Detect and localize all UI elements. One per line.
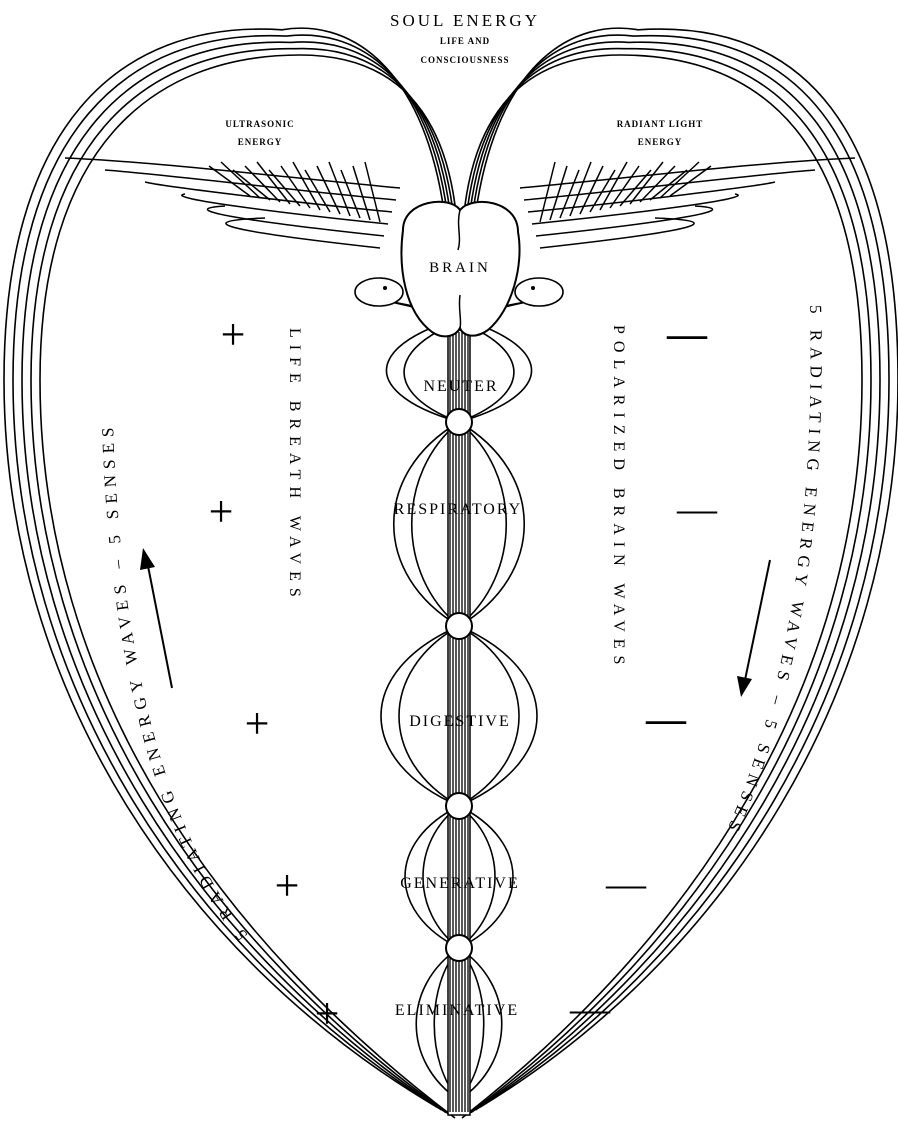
subtitle-line-1: LIFE AND	[440, 36, 490, 46]
energy-loop-left	[22, 42, 450, 1113]
wing-rib-right	[580, 166, 603, 214]
energy-loop-right	[473, 35, 889, 1110]
node-4	[446, 935, 472, 961]
wing-rib-right	[570, 162, 591, 216]
plus-4: +	[275, 861, 300, 910]
plus-1: +	[221, 310, 246, 359]
title: SOUL ENERGY	[390, 11, 540, 30]
wing-right-label-2: ENERGY	[638, 137, 683, 147]
label-right-outer: 5 RADIATING ENERGY WAVES – 5 SENSES	[722, 305, 826, 840]
energy-loop-left	[31, 49, 452, 1116]
serpent-head	[355, 278, 403, 306]
energy-loop-right	[476, 28, 898, 1107]
label-brain: BRAIN	[429, 260, 491, 276]
wing-right-label-1: RADIANT LIGHT	[617, 119, 704, 129]
node-1	[446, 409, 472, 435]
wing-rib-left	[221, 162, 260, 198]
minus-3: —	[645, 696, 687, 741]
energy-loop-right	[470, 42, 880, 1113]
label-polarized-brain-waves: POLARIZED BRAIN WAVES	[610, 325, 627, 671]
label-digestive: DIGESTIVE	[409, 713, 511, 730]
subtitle-line-2: CONSCIOUSNESS	[420, 55, 509, 65]
minus-2: —	[676, 486, 718, 531]
minus-5: —	[569, 986, 611, 1031]
energy-loop-left	[4, 28, 444, 1107]
wing-left-label-1: ULTRASONIC	[225, 119, 294, 129]
minus-1: —	[666, 311, 708, 356]
node-3	[446, 793, 472, 819]
wing-rib-left	[317, 166, 340, 214]
plus-2: +	[209, 487, 234, 536]
minus-4: —	[605, 861, 647, 906]
wing-rib-right	[660, 162, 699, 198]
arrow-down-right	[737, 560, 770, 697]
label-neuter: NEUTER	[423, 378, 498, 395]
label-eliminative: ELIMINATIVE	[395, 1002, 519, 1019]
serpent-eye	[383, 286, 387, 290]
serpent-head	[515, 278, 563, 306]
label-life-breath-waves: LIFE BREATH WAVES	[286, 328, 303, 604]
arrow-up-left	[140, 548, 172, 688]
plus-3: +	[245, 699, 270, 748]
energy-loop-left	[13, 35, 447, 1110]
plus-5: +	[315, 989, 340, 1038]
wing-rib-left	[329, 162, 350, 216]
label-respiratory: RESPIRATORY	[394, 501, 522, 518]
wing-left-label-2: ENERGY	[238, 137, 283, 147]
serpent-eye	[531, 286, 535, 290]
label-generative: GENERATIVE	[400, 875, 520, 892]
node-2	[446, 613, 472, 639]
